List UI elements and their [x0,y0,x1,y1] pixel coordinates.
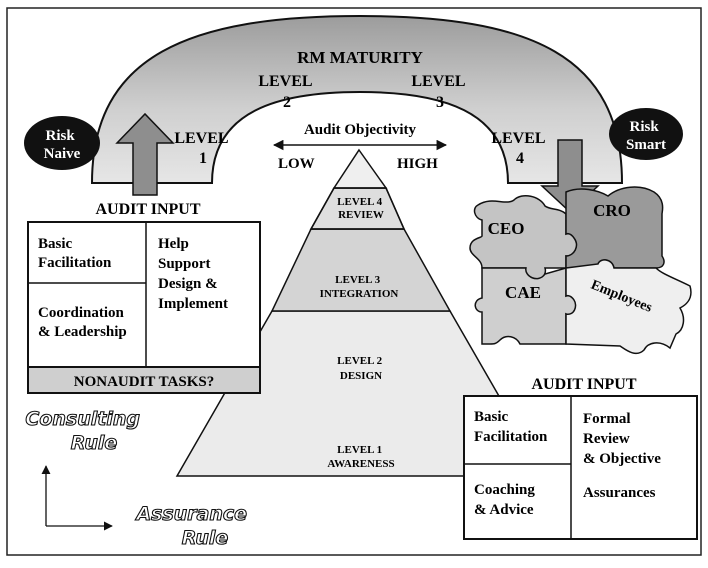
right-coaching-advice: Coaching & Advice [474,482,539,518]
pyramid-level-2-label: LEVEL 2 DESIGN [337,355,385,382]
pyramid-level-3-label: LEVEL 3 INTEGRATION [320,274,399,300]
puzzle-piece-ceo [469,194,581,281]
puzzle-piece-employees [565,259,692,355]
puzzle-piece-cae [474,267,578,345]
left-coordination-leadership: Coordination & Leadership [38,305,128,340]
puzzle-ceo-label: CEO [488,219,525,238]
audit-objectivity-label: Audit Objectivity [304,122,417,138]
nonaudit-tasks-label: NONAUDIT TASKS? [74,374,214,390]
left-basic-facilitation: Basic Facilitation [38,236,112,271]
pyramid-level-4 [332,148,388,189]
puzzle-cae-label: CAE [505,283,541,302]
diagram-frame [6,7,702,556]
left-audit-input-header: AUDIT INPUT [95,201,200,218]
level-1-label: LEVEL 1 [174,130,231,167]
puzzle-pieces [469,186,692,355]
pyramid-level-1-label: LEVEL 1 AWARENESS [327,444,394,470]
puzzle-cro-label: CRO [593,201,631,220]
objectivity-high: HIGH [397,156,438,172]
right-audit-input-table [463,395,698,540]
level-4-label: LEVEL 4 [491,130,548,167]
maturity-pyramid [175,148,547,477]
risk-smart-label: Risk Smart [626,119,666,153]
puzzle-piece-cro [565,186,665,269]
up-arrow-icon [115,112,175,196]
nonaudit-tasks-bar [27,366,261,394]
pyramid-level-4-label: LEVEL 4 REVIEW [337,196,385,221]
pyramid-top-band [309,187,406,230]
risk-naive-oval [24,116,100,170]
right-basic-facilitation: Basic Facilitation [474,409,548,445]
risk-smart-oval [609,108,683,160]
assurance-rule-label: Assurance Rule [134,503,253,549]
level-2-label: LEVEL 2 [258,73,315,111]
right-audit-input-header: AUDIT INPUT [531,376,636,393]
consulting-rule-label: Consulting Rule [25,408,146,454]
risk-naive-label: Risk Naive [44,128,81,162]
arch-title: RM MATURITY [297,48,423,67]
right-formal-review: Formal Review & Objective Assurances [583,411,665,501]
left-help-support: Help Support Design & Implement [158,236,228,312]
objectivity-low: LOW [278,156,315,172]
axis-arrows-icon [41,465,113,531]
left-audit-input-table [27,221,261,394]
level-3-label: LEVEL 3 [411,73,468,111]
